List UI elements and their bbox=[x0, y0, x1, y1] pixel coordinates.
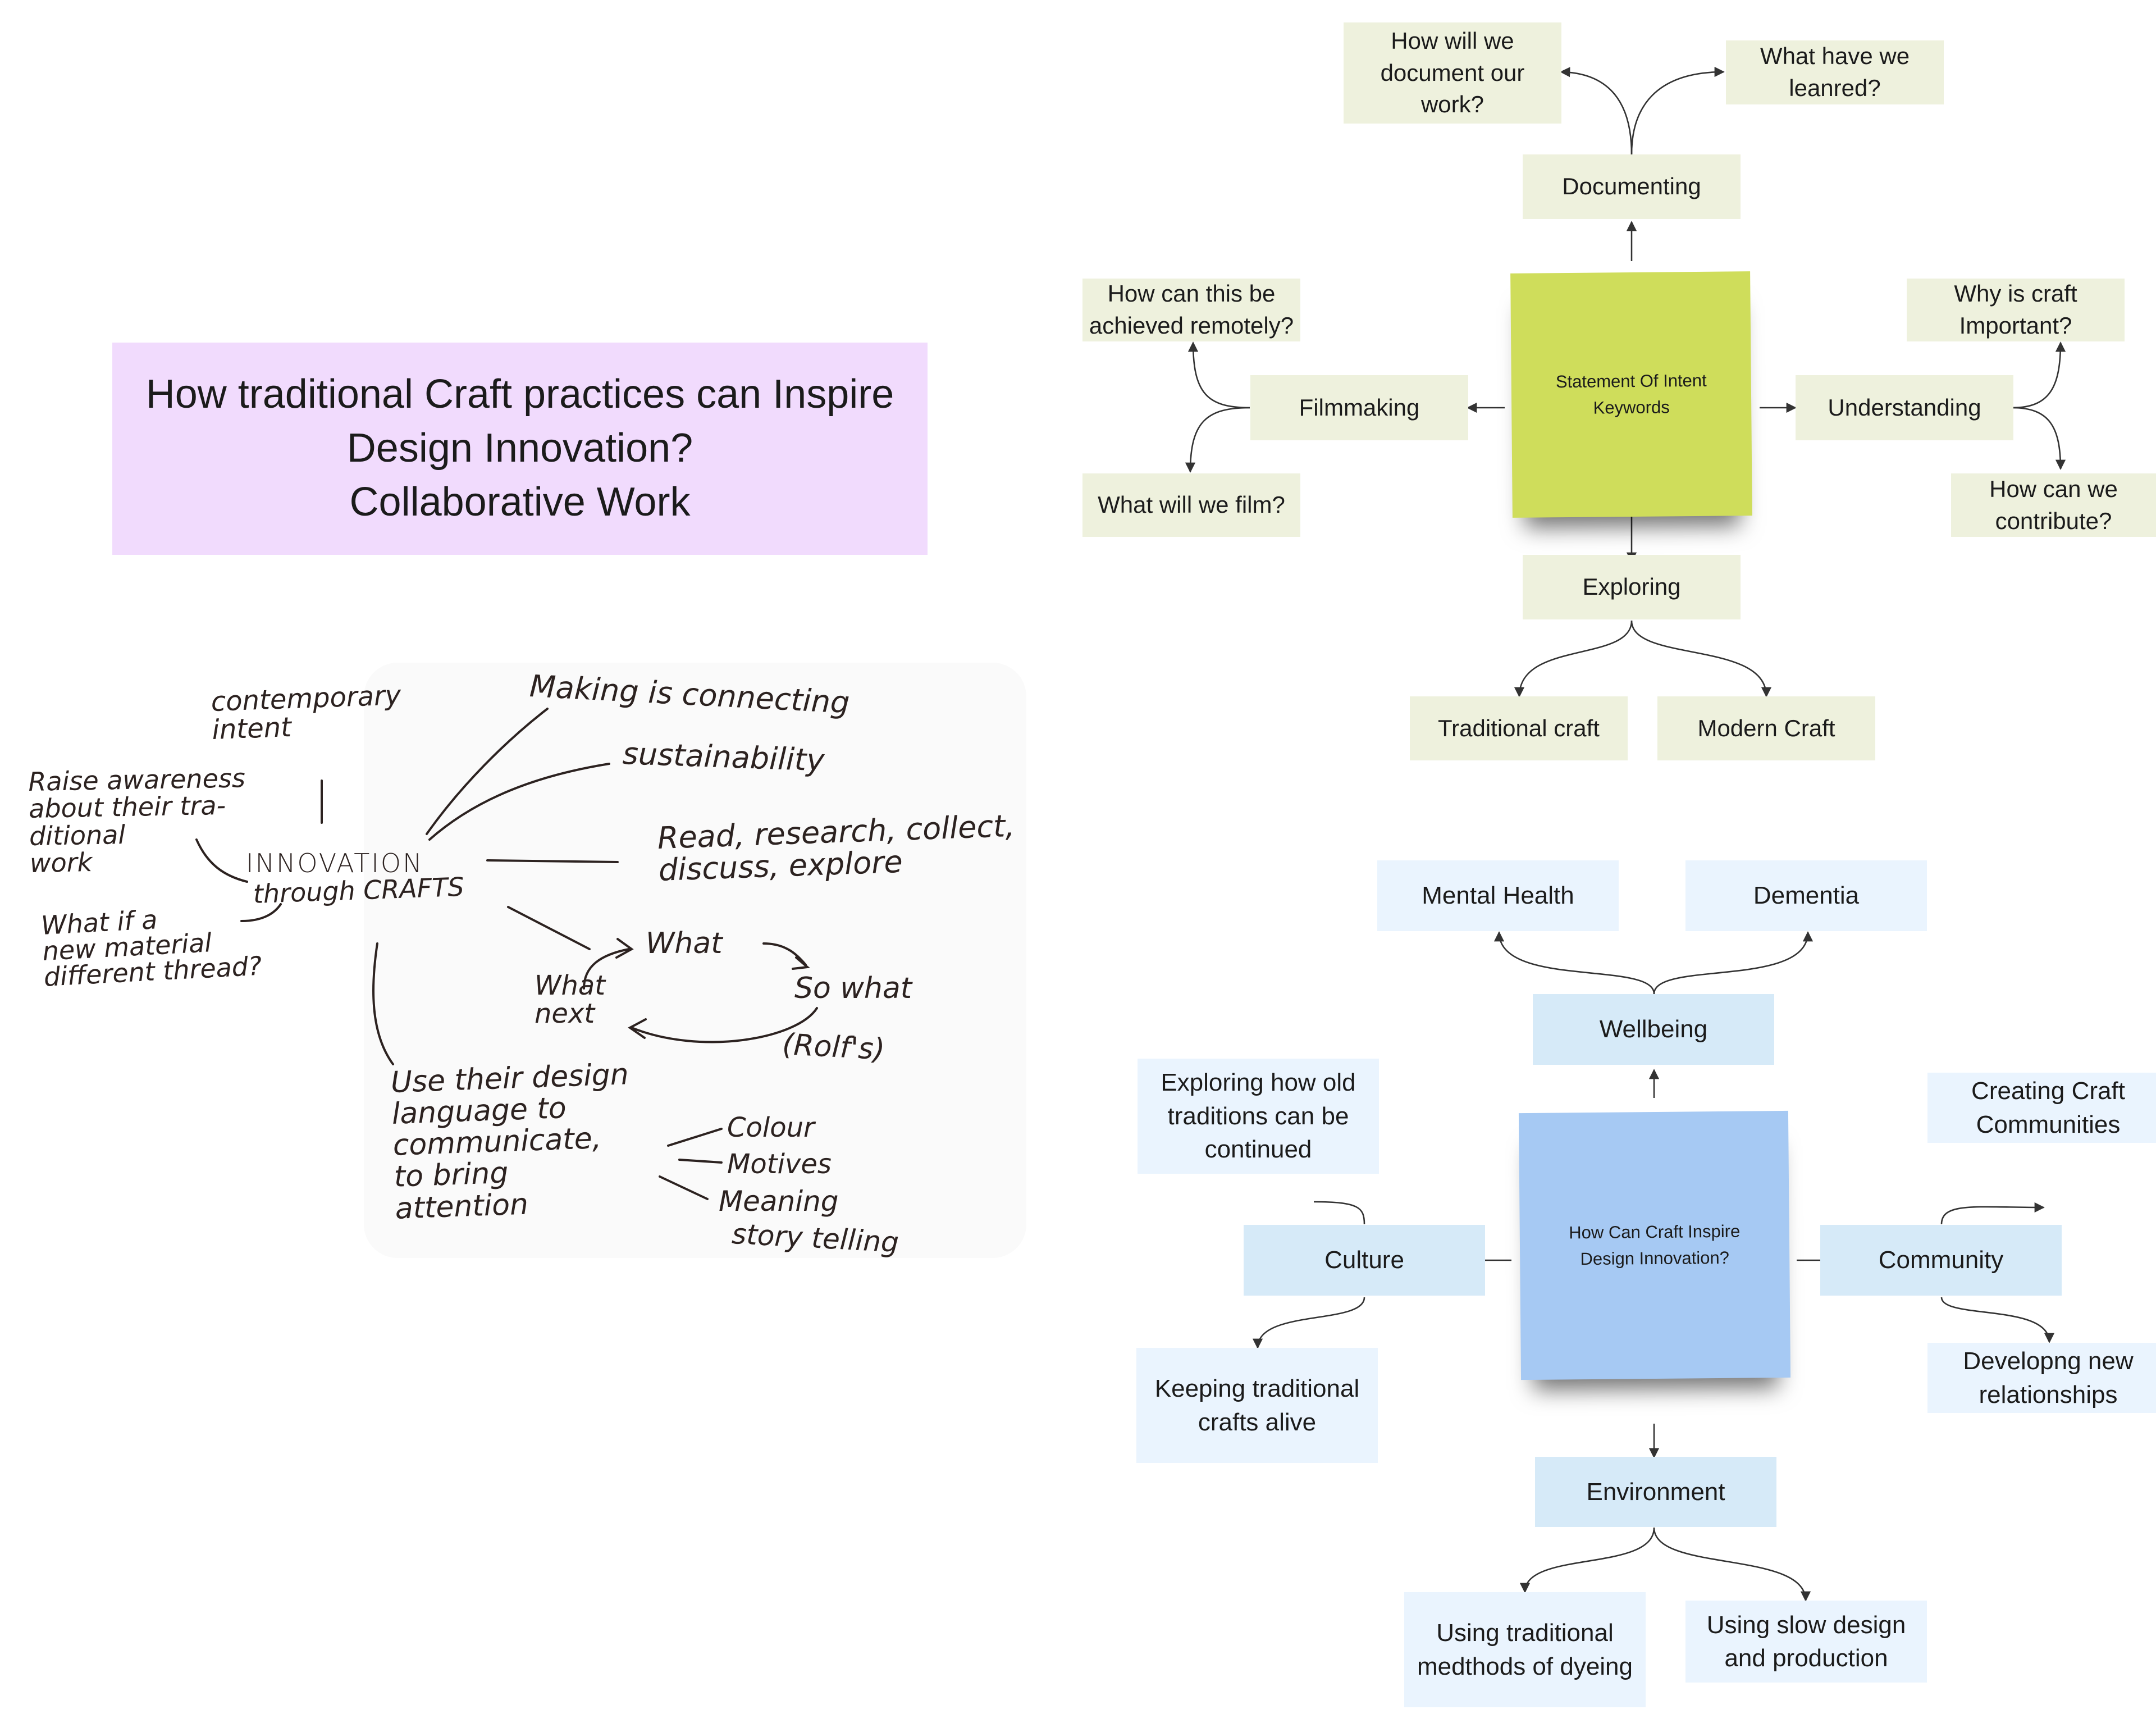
page-title: How traditional Craft practices can Insp… bbox=[112, 343, 928, 555]
sketch-line-meaning bbox=[659, 1175, 709, 1200]
sketch-line-motives bbox=[678, 1159, 723, 1164]
node-culture[interactable]: Culture bbox=[1244, 1225, 1485, 1296]
sketch-line-read bbox=[486, 859, 619, 863]
node-exp-traditional[interactable]: Traditional craft bbox=[1410, 696, 1628, 760]
sketch-paper bbox=[364, 663, 1026, 1258]
sticky-statement-of-intent[interactable]: Statement Of Intent Keywords bbox=[1510, 271, 1752, 518]
sketch-colour: Colour bbox=[727, 1112, 815, 1143]
node-mental-health[interactable]: Mental Health bbox=[1377, 860, 1619, 931]
arrow-env-c1 bbox=[1519, 1527, 1655, 1593]
node-understanding[interactable]: Understanding bbox=[1796, 375, 2013, 440]
sticky-how-can-craft-inspire[interactable]: How Can Craft Inspire Design Innovation? bbox=[1518, 1110, 1791, 1380]
sketch-center-1: INNOVATION bbox=[246, 848, 424, 878]
node-env-c1[interactable]: Using traditional medthods of dyeing bbox=[1404, 1592, 1646, 1707]
sketch-line-colour bbox=[667, 1128, 723, 1147]
node-comm-c2[interactable]: Developng new relationships bbox=[1927, 1343, 2156, 1413]
arrow-doc-q1 bbox=[1560, 67, 1633, 155]
arrow-doc-q2 bbox=[1630, 66, 1725, 155]
arrow-cult-c1 bbox=[1313, 1201, 1365, 1225]
node-film-q2[interactable]: What will we film? bbox=[1082, 473, 1300, 537]
node-dementia[interactable]: Dementia bbox=[1685, 860, 1927, 931]
sketch-line-raise bbox=[195, 838, 248, 883]
sketch-motives: Motives bbox=[727, 1148, 832, 1180]
node-doc-q1[interactable]: How will we document our work? bbox=[1344, 22, 1561, 124]
node-wellbeing[interactable]: Wellbeing bbox=[1533, 994, 1774, 1065]
sketch-line-sustain bbox=[428, 763, 610, 841]
sketch-line-use bbox=[372, 942, 394, 1065]
arrow-und-q1 bbox=[2012, 341, 2066, 409]
sketch-arrow-whatnext-what bbox=[583, 948, 630, 990]
node-cult-c1[interactable]: Exploring how old traditions can be cont… bbox=[1138, 1059, 1379, 1174]
node-filmmaking[interactable]: Filmmaking bbox=[1250, 375, 1468, 440]
sketch-what: What bbox=[646, 927, 723, 960]
arrow-exp-c2 bbox=[1630, 620, 1772, 698]
node-und-q1[interactable]: Why is craft Important? bbox=[1907, 279, 2125, 341]
arrow-well-c2 bbox=[1653, 931, 1814, 995]
arrow-film-q1 bbox=[1187, 341, 1250, 409]
sketch-line-whatif bbox=[240, 903, 282, 922]
sketch-arrow-what-sowhat bbox=[762, 942, 807, 966]
node-environment[interactable]: Environment bbox=[1535, 1457, 1776, 1527]
node-comm-c1[interactable]: Creating Craft Communities bbox=[1927, 1073, 2156, 1143]
sketch-line-making bbox=[426, 708, 549, 835]
sketch-meaning: Meaning bbox=[719, 1185, 839, 1218]
arrow-comm-c1 bbox=[1940, 1202, 2045, 1225]
arrow-cult-c2 bbox=[1252, 1297, 1365, 1349]
node-env-c2[interactable]: Using slow design and production bbox=[1685, 1601, 1927, 1683]
sketch-sowhat: So what bbox=[794, 972, 912, 1005]
node-und-q2[interactable]: How can we contribute? bbox=[1951, 473, 2156, 537]
node-film-q1[interactable]: How can this be achieved remotely? bbox=[1082, 279, 1300, 341]
node-exp-modern[interactable]: Modern Craft bbox=[1657, 696, 1875, 760]
arrow-comm-c2 bbox=[1940, 1297, 2055, 1343]
arrow-exp-c1 bbox=[1514, 620, 1633, 698]
arrow-well-c1 bbox=[1493, 931, 1655, 995]
node-documenting[interactable]: Documenting bbox=[1523, 154, 1741, 219]
sketch-arrow-sowhat-whatnext bbox=[631, 1007, 818, 1043]
arrow-und-q2 bbox=[2012, 407, 2066, 470]
sketch-line-what bbox=[507, 906, 591, 950]
node-doc-q2[interactable]: What have we leanred? bbox=[1726, 40, 1944, 104]
arrow-film-q2 bbox=[1185, 407, 1250, 473]
node-community[interactable]: Community bbox=[1820, 1225, 2062, 1296]
node-exploring[interactable]: Exploring bbox=[1523, 555, 1741, 619]
arrow-env-c2 bbox=[1653, 1527, 1811, 1602]
sketch-whatnext: What next bbox=[535, 970, 606, 1030]
node-cult-c2[interactable]: Keeping traditional crafts alive bbox=[1136, 1348, 1378, 1463]
